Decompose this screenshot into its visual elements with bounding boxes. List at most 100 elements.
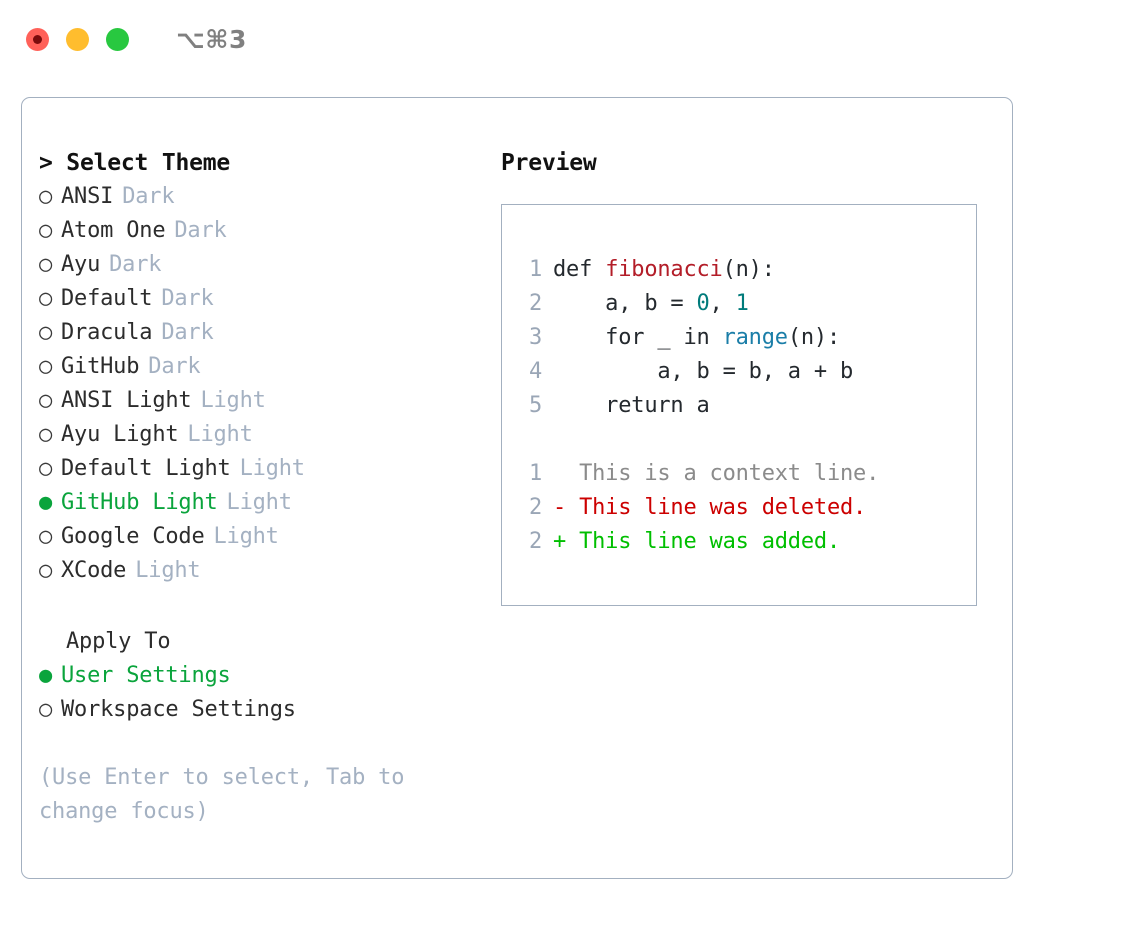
theme-option-google-code[interactable]: ○ Google Code Light xyxy=(39,520,499,554)
code-token-plain: (n): xyxy=(722,257,775,282)
diff-line-add: 2 + This line was added. xyxy=(520,525,976,559)
theme-option-label: Ayu xyxy=(61,252,101,277)
theme-option-ayu-light[interactable]: ○ Ayu Light Light xyxy=(39,418,499,452)
apply-to-option-label: User Settings xyxy=(61,663,231,688)
theme-option-label: Dracula xyxy=(61,320,153,345)
prompt-caret: > xyxy=(39,150,67,176)
apply-to-option-workspace-settings[interactable]: ○ Workspace Settings xyxy=(39,693,499,727)
theme-option-variant: Dark xyxy=(122,184,175,209)
theme-option-label: GitHub xyxy=(61,354,140,379)
theme-option-label: GitHub Light xyxy=(61,490,218,515)
theme-option-ansi[interactable]: ○ ANSI Dark xyxy=(39,180,499,214)
code-token-plain: a, b = xyxy=(553,291,697,316)
code-line-text: return a xyxy=(553,389,710,423)
keyboard-hint: (Use Enter to select, Tab to change focu… xyxy=(39,765,405,824)
code-token-plain: def xyxy=(553,257,606,282)
line-number: 2 xyxy=(528,291,542,316)
line-number: 3 xyxy=(528,325,542,350)
radio-selected-icon: ● xyxy=(39,490,53,515)
apply-to-title: Apply To xyxy=(66,629,171,654)
apply-to-options[interactable]: ● User Settings ○ Workspace Settings xyxy=(39,659,499,727)
keyboard-shortcut-label: ⌥⌘3 xyxy=(176,24,247,54)
window-controls xyxy=(26,27,129,51)
theme-option-label: ANSI xyxy=(61,184,114,209)
radio-unselected-icon: ○ xyxy=(39,697,53,722)
theme-option-variant: Dark xyxy=(109,252,162,277)
radio-selected-icon: ● xyxy=(39,663,53,688)
title-bar: ⌥⌘3 xyxy=(0,0,1140,78)
code-token-plain: return a xyxy=(553,393,710,418)
theme-option-label: Google Code xyxy=(61,524,205,549)
theme-option-variant: Light xyxy=(187,422,253,447)
radio-unselected-icon: ○ xyxy=(39,354,53,379)
line-number: 5 xyxy=(528,393,542,418)
diff-line-del: 2 - This line was deleted. xyxy=(520,491,976,525)
radio-unselected-icon: ○ xyxy=(39,218,53,243)
theme-option-variant: Light xyxy=(226,490,292,515)
theme-option-github[interactable]: ○ GitHub Dark xyxy=(39,350,499,384)
code-line: 4 a, b = b, a + b xyxy=(520,355,976,389)
theme-option-variant: Dark xyxy=(148,354,201,379)
radio-unselected-icon: ○ xyxy=(39,524,53,549)
code-line-text: def fibonacci(n): xyxy=(553,253,775,287)
code-token-plain: , xyxy=(709,291,736,316)
apply-to-option-label: Workspace Settings xyxy=(61,697,296,722)
line-number: 2 xyxy=(528,529,542,554)
page-title: > Select Theme xyxy=(39,146,499,180)
theme-option-atom-one[interactable]: ○ Atom One Dark xyxy=(39,214,499,248)
code-token-plain: for _ in xyxy=(553,325,723,350)
theme-option-label: Atom One xyxy=(61,218,166,243)
theme-option-dracula[interactable]: ○ Dracula Dark xyxy=(39,316,499,350)
radio-unselected-icon: ○ xyxy=(39,422,53,447)
diff-line-text: + This line was added. xyxy=(553,529,840,554)
spacer xyxy=(520,423,976,457)
line-number: 1 xyxy=(528,461,542,486)
theme-option-variant: Dark xyxy=(161,320,214,345)
diff-line-text: This is a context line. xyxy=(553,461,880,486)
theme-option-github-light[interactable]: ● GitHub Light Light xyxy=(39,486,499,520)
code-token-fn: fibonacci xyxy=(605,257,723,282)
theme-option-variant: Dark xyxy=(161,286,214,311)
radio-unselected-icon: ○ xyxy=(39,184,53,209)
theme-option-label: Default xyxy=(61,286,153,311)
radio-unselected-icon: ○ xyxy=(39,388,53,413)
theme-option-default[interactable]: ○ Default Dark xyxy=(39,282,499,316)
theme-option-variant: Light xyxy=(200,388,266,413)
code-line-text: a, b = 0, 1 xyxy=(553,287,749,321)
radio-unselected-icon: ○ xyxy=(39,252,53,277)
code-token-plain: a, b = b, a + b xyxy=(553,359,854,384)
theme-option-variant: Dark xyxy=(174,218,227,243)
diff-sample: 1 This is a context line. 2 - This line wa… xyxy=(520,457,976,559)
diff-line-text: - This line was deleted. xyxy=(553,495,867,520)
apply-to-option-user-settings[interactable]: ● User Settings xyxy=(39,659,499,693)
theme-option-label: XCode xyxy=(61,558,127,583)
code-token-plain: (n): xyxy=(787,325,841,350)
code-line: 5 return a xyxy=(520,389,976,423)
line-number: 4 xyxy=(528,359,542,384)
line-number: 2 xyxy=(528,495,542,520)
theme-option-variant: Light xyxy=(135,558,201,583)
diff-line-ctx: 1 This is a context line. xyxy=(520,457,976,491)
radio-unselected-icon: ○ xyxy=(39,320,53,345)
code-line: 2 a, b = 0, 1 xyxy=(520,287,976,321)
code-token-num: 0 xyxy=(696,291,710,316)
theme-option-ayu[interactable]: ○ Ayu Dark xyxy=(39,248,499,282)
minimize-button[interactable] xyxy=(66,27,89,51)
close-button[interactable] xyxy=(26,27,49,51)
theme-option-label: Ayu Light xyxy=(61,422,179,447)
theme-option-variant: Light xyxy=(213,524,279,549)
code-line-text: a, b = b, a + b xyxy=(553,355,853,389)
radio-unselected-icon: ○ xyxy=(39,286,53,311)
theme-option-variant: Light xyxy=(239,456,305,481)
maximize-button[interactable] xyxy=(106,27,129,51)
